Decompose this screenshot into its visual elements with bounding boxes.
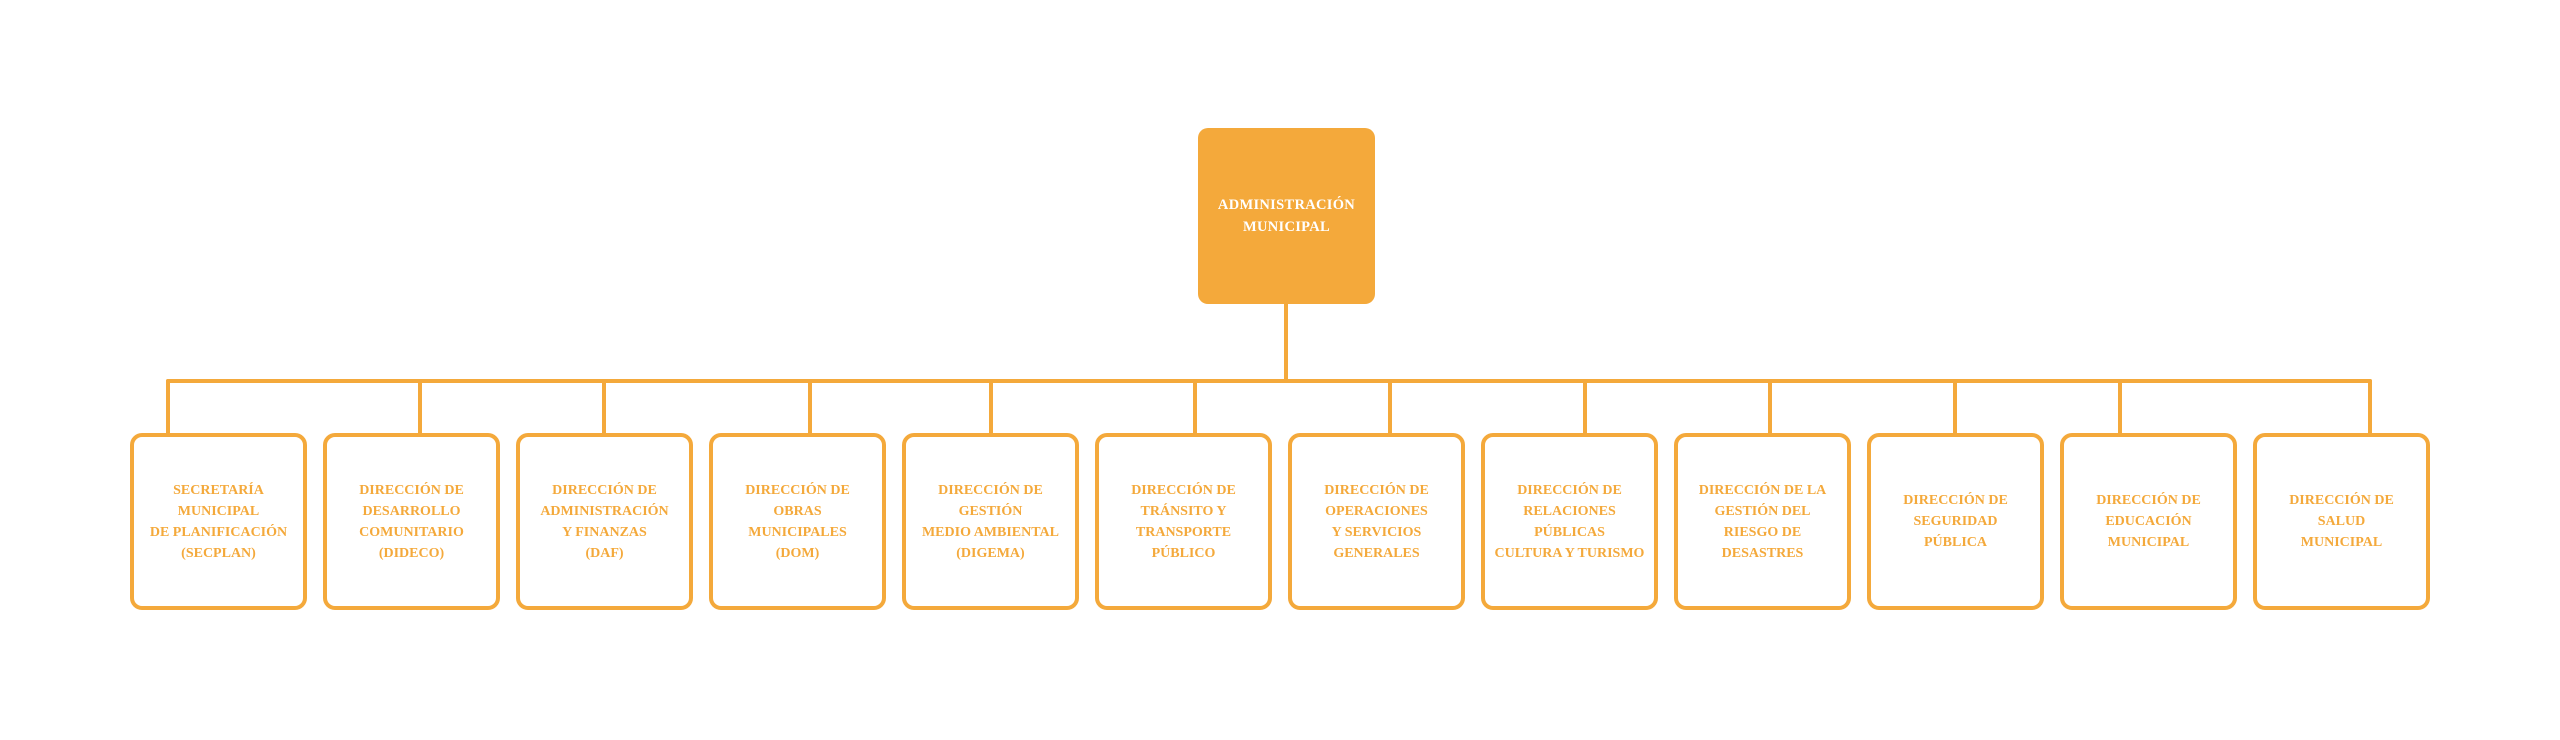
connector-drop-8 — [1583, 379, 1587, 436]
connector-drop-4 — [808, 379, 812, 436]
connector-drop-9 — [1768, 379, 1772, 436]
org-box-educacion: DIRECCIÓN DE EDUCACIÓN MUNICIPAL — [2060, 433, 2237, 610]
org-box-relaciones-publicas: DIRECCIÓN DE RELACIONES PÚBLICAS CULTURA… — [1481, 433, 1658, 610]
org-box-dom: DIRECCIÓN DE OBRAS MUNICIPALES (DOM) — [709, 433, 886, 610]
connector-drop-1 — [166, 379, 170, 436]
connector-horizontal-rail — [166, 379, 2372, 383]
org-box-administracion-municipal: ADMINISTRACIÓN MUNICIPAL — [1198, 128, 1375, 304]
org-box-digema: DIRECCIÓN DE GESTIÓN MEDIO AMBIENTAL (DI… — [902, 433, 1079, 610]
connector-drop-10 — [1953, 379, 1957, 436]
connector-drop-7 — [1388, 379, 1392, 436]
org-box-daf: DIRECCIÓN DE ADMINISTRACIÓN Y FINANZAS (… — [516, 433, 693, 610]
org-box-dideco: DIRECCIÓN DE DESARROLLO COMUNITARIO (DID… — [323, 433, 500, 610]
connector-drop-6 — [1193, 379, 1197, 436]
connector-root-stem — [1284, 302, 1288, 381]
org-box-riesgo-desastres: DIRECCIÓN DE LA GESTIÓN DEL RIESGO DE DE… — [1674, 433, 1851, 610]
connector-drop-12 — [2368, 379, 2372, 436]
org-box-secplan: SECRETARÍA MUNICIPAL DE PLANIFICACIÓN (S… — [130, 433, 307, 610]
connector-drop-2 — [418, 379, 422, 436]
org-box-salud: DIRECCIÓN DE SALUD MUNICIPAL — [2253, 433, 2430, 610]
org-box-transito-transporte: DIRECCIÓN DE TRÁNSITO Y TRANSPORTE PÚBLI… — [1095, 433, 1272, 610]
connector-drop-11 — [2118, 379, 2122, 436]
org-box-seguridad-publica: DIRECCIÓN DE SEGURIDAD PÚBLICA — [1867, 433, 2044, 610]
org-children-row: SECRETARÍA MUNICIPAL DE PLANIFICACIÓN (S… — [130, 433, 2430, 610]
connector-drop-5 — [989, 379, 993, 436]
connector-drop-3 — [602, 379, 606, 436]
org-box-operaciones: DIRECCIÓN DE OPERACIONES Y SERVICIOS GEN… — [1288, 433, 1465, 610]
